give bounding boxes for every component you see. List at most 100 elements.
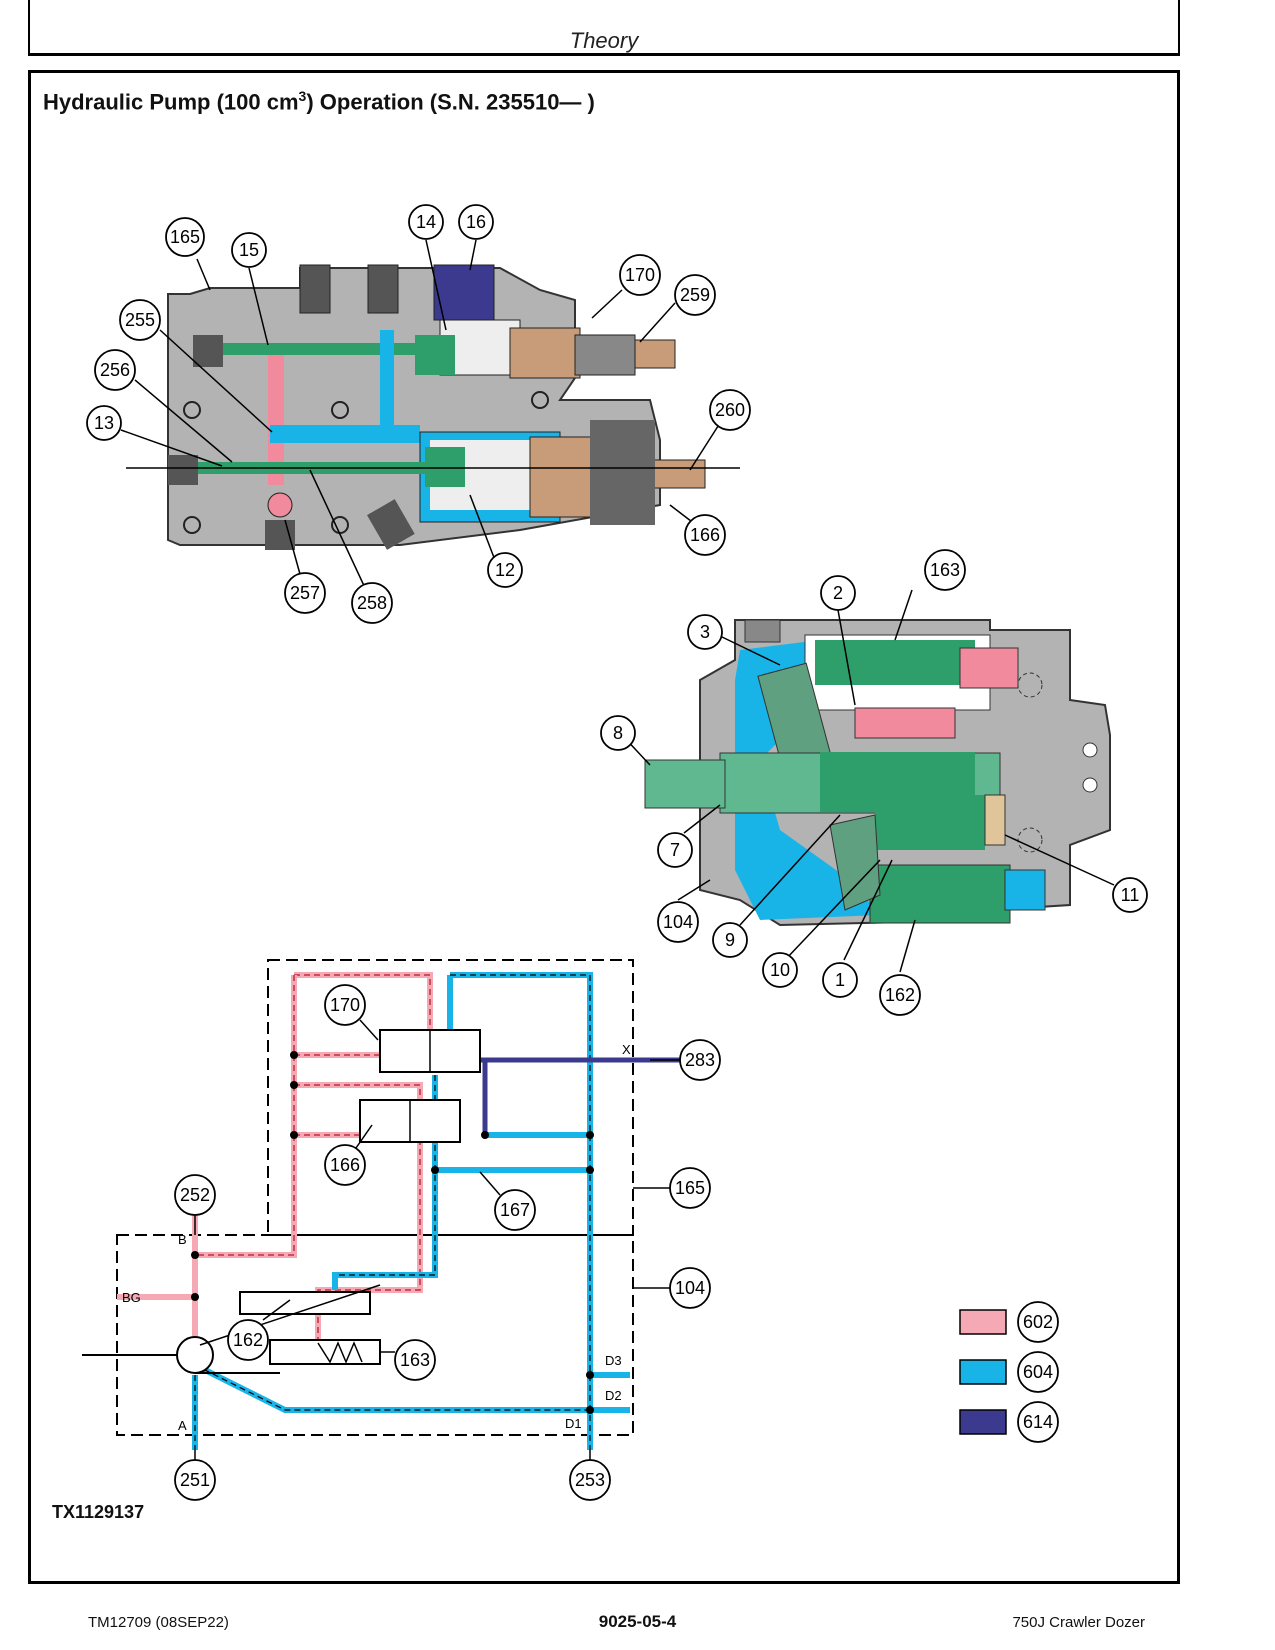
schematic-callout-251: 251 — [174, 1459, 216, 1501]
schematic-callouts: 170 283 166 165 167 252 104 162 163 251 … — [174, 984, 721, 1501]
port-b: B — [178, 1232, 187, 1247]
svg-text:166: 166 — [330, 1155, 360, 1175]
schematic-callout-104: 104 — [669, 1267, 711, 1309]
section-label: Theory — [569, 28, 639, 53]
svg-text:251: 251 — [180, 1470, 210, 1490]
pump-boundary-104 — [116, 1234, 634, 1436]
schematic-callout-252: 252 — [174, 1174, 216, 1216]
svg-text:10: 10 — [770, 960, 790, 980]
callout-11: 11 — [1112, 877, 1148, 913]
callout-13: 13 — [86, 405, 122, 441]
svg-text:2: 2 — [833, 583, 843, 603]
callout-10: 10 — [762, 952, 798, 988]
svg-text:258: 258 — [357, 593, 387, 613]
callout-2: 2 — [820, 575, 856, 611]
svg-text:614: 614 — [1023, 1412, 1053, 1432]
callout-260: 260 — [709, 389, 751, 431]
schematic-callout-165: 165 — [669, 1167, 711, 1209]
svg-text:604: 604 — [1023, 1362, 1053, 1382]
svg-text:163: 163 — [400, 1350, 430, 1370]
svg-text:104: 104 — [675, 1278, 705, 1298]
svg-text:7: 7 — [670, 840, 680, 860]
schematic-callout-170: 170 — [324, 984, 366, 1026]
svg-text:602: 602 — [1023, 1312, 1053, 1332]
footer-manual-id: TM12709 (08SEP22) — [88, 1614, 229, 1631]
svg-text:16: 16 — [466, 212, 486, 232]
pump-callouts: 163 2 3 8 7 104 9 10 1 162 11 — [600, 549, 1148, 1016]
callout-1: 1 — [822, 962, 858, 998]
callout-258: 258 — [351, 582, 393, 624]
schematic-callout-253: 253 — [569, 1459, 611, 1501]
callout-163: 163 — [924, 549, 966, 591]
svg-text:167: 167 — [500, 1200, 530, 1220]
schematic-callout-163: 163 — [394, 1339, 436, 1381]
schematic-callout-162: 162 — [227, 1319, 269, 1361]
callout-256: 256 — [94, 349, 136, 391]
schematic-leaders — [194, 1019, 680, 1460]
svg-text:256: 256 — [100, 360, 130, 380]
svg-text:3: 3 — [700, 622, 710, 642]
svg-text:11: 11 — [1121, 885, 1140, 905]
svg-text:257: 257 — [290, 583, 320, 603]
callout-8: 8 — [600, 715, 636, 751]
callout-3: 3 — [687, 614, 723, 650]
port-d3: D3 — [605, 1353, 622, 1368]
svg-text:15: 15 — [239, 240, 259, 260]
callout-7: 7 — [657, 832, 693, 868]
page-title: Hydraulic Pump (100 cm3) Operation (S.N.… — [43, 88, 595, 115]
callout-104: 104 — [657, 901, 699, 943]
schematic-callout-167: 167 — [494, 1189, 536, 1231]
svg-text:259: 259 — [680, 285, 710, 305]
callout-12: 12 — [487, 552, 523, 588]
svg-text:13: 13 — [94, 413, 114, 433]
port-d1: D1 — [565, 1416, 582, 1431]
callout-162: 162 — [879, 974, 921, 1016]
svg-text:252: 252 — [180, 1185, 210, 1205]
callout-14: 14 — [408, 204, 444, 240]
schematic-port-labels: X B BG A D1 D2 D3 — [122, 1042, 631, 1433]
footer-page-number: 9025-05-4 — [598, 1612, 677, 1631]
port-bg: BG — [122, 1290, 141, 1305]
svg-text:253: 253 — [575, 1470, 605, 1490]
svg-text:170: 170 — [330, 995, 360, 1015]
schematic-callout-166: 166 — [324, 1144, 366, 1186]
callout-166: 166 — [684, 514, 726, 556]
callout-16: 16 — [458, 204, 494, 240]
port-a: A — [178, 1418, 187, 1433]
svg-text:165: 165 — [675, 1178, 705, 1198]
legend-item-604: 604 — [959, 1351, 1059, 1393]
svg-text:8: 8 — [613, 723, 623, 743]
callout-259: 259 — [674, 274, 716, 316]
title-superscript: 3 — [298, 88, 307, 104]
svg-text:104: 104 — [663, 912, 693, 932]
callout-255: 255 — [119, 299, 161, 341]
title-main: Hydraulic Pump (100 cm — [43, 89, 299, 115]
schematic-callout-283: 283 — [679, 1039, 721, 1081]
svg-text:163: 163 — [930, 560, 960, 580]
svg-text:283: 283 — [685, 1050, 715, 1070]
svg-text:12: 12 — [495, 560, 515, 580]
color-legend: 602 604 614 — [959, 1301, 1059, 1443]
svg-text:162: 162 — [885, 985, 915, 1005]
hydraulic-schematic — [82, 959, 680, 1450]
port-d2: D2 — [605, 1388, 622, 1403]
control-valve-illustration — [126, 264, 740, 550]
svg-text:260: 260 — [715, 400, 745, 420]
port-x: X — [622, 1042, 631, 1057]
callout-165: 165 — [165, 217, 205, 257]
callout-170: 170 — [619, 254, 661, 296]
title-suffix: ) Operation (S.N. 235510— ) — [306, 89, 595, 115]
callout-15: 15 — [231, 232, 267, 268]
svg-text:166: 166 — [690, 525, 720, 545]
svg-text:162: 162 — [233, 1330, 263, 1350]
callout-9: 9 — [712, 922, 748, 958]
svg-text:255: 255 — [125, 310, 155, 330]
svg-text:1: 1 — [835, 970, 845, 990]
figure-id: TX1129137 — [52, 1502, 145, 1522]
svg-text:170: 170 — [625, 265, 655, 285]
header-frame: Theory — [28, 0, 1180, 56]
legend-item-602: 602 — [959, 1301, 1059, 1343]
pump-cross-section — [644, 619, 1111, 927]
svg-text:9: 9 — [725, 930, 735, 950]
